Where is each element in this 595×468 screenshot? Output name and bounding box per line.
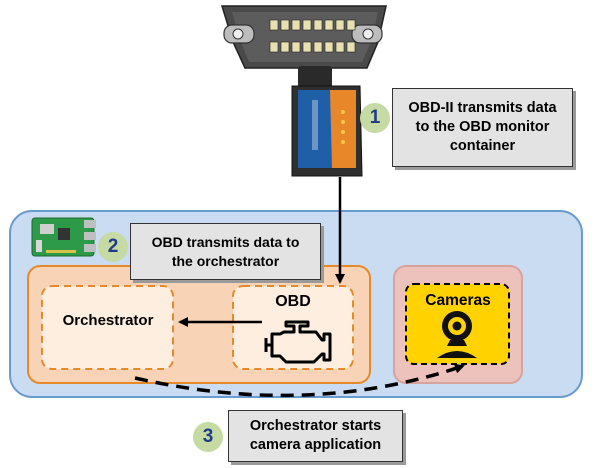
arrow-orchestrator-to-cameras [134, 363, 465, 398]
step-1-badge: 1 [360, 103, 390, 133]
raspberry-pi-icon [31, 217, 96, 257]
step-1-callout: OBD-II transmits data to the OBD monitor… [392, 88, 573, 167]
step-1-line-1: OBD-II transmits data [408, 100, 557, 117]
cameras-label: Cameras [425, 292, 491, 309]
obd-label: OBD [275, 293, 311, 310]
step-3-line-2: camera application [249, 437, 382, 453]
step-2-badge: 2 [98, 232, 128, 262]
step-1-line-3: container [449, 137, 516, 154]
step-3-callout: Orchestrator starts camera application [228, 410, 403, 462]
orchestrator-box [41, 285, 174, 370]
step-2-callout: OBD transmits data to the orchestrator [130, 223, 321, 280]
step-1-line-2: to the OBD monitor [415, 119, 550, 136]
obd-port-connector-icon [220, 5, 387, 69]
webcam-icon [437, 311, 477, 358]
step-3-line-1: Orchestrator starts [249, 418, 382, 435]
step-2-line-1: OBD transmits data to [151, 234, 300, 251]
step-2-line-2: the orchestrator [171, 252, 280, 269]
obd-dongle-icon [291, 66, 363, 177]
step-3-badge: 3 [193, 422, 223, 452]
engine-icon [264, 320, 332, 364]
orchestrator-label: Orchestrator [62, 312, 154, 329]
